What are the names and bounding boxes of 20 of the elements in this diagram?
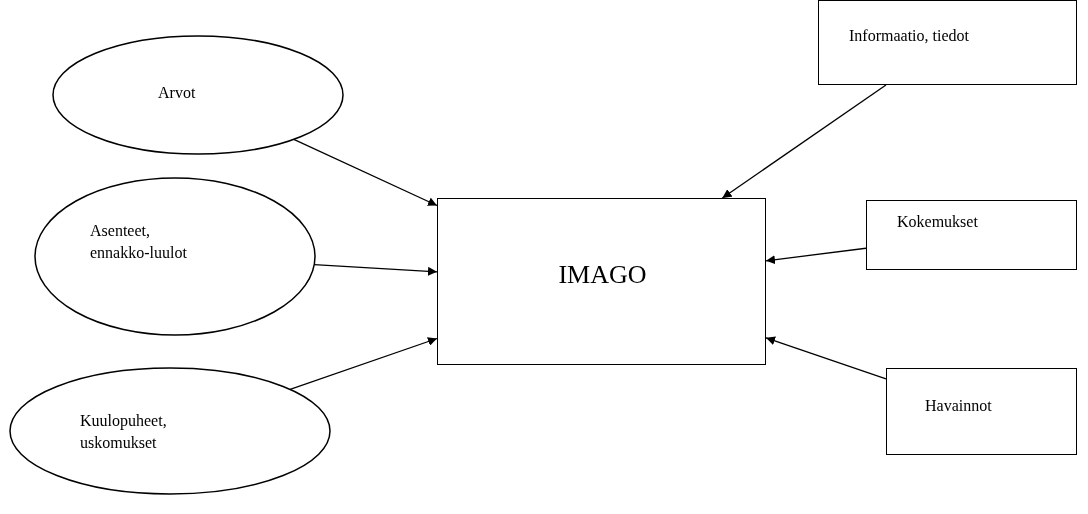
ellipse-node bbox=[53, 36, 343, 154]
node-label: Informaatio, tiedot bbox=[849, 26, 970, 46]
node-label: Arvot bbox=[158, 83, 197, 103]
arrow bbox=[313, 264, 438, 276]
node-label: Havainnot bbox=[925, 396, 993, 416]
arrow bbox=[765, 247, 867, 265]
node-label: IMAGO bbox=[557, 259, 648, 291]
node-label: Kuulopuheet, uskomukset bbox=[80, 411, 168, 454]
arrow bbox=[765, 336, 887, 380]
arrow bbox=[289, 337, 438, 391]
ellipse-node bbox=[35, 178, 315, 335]
arrow bbox=[721, 84, 887, 199]
ellipse-node bbox=[10, 368, 330, 494]
process-box bbox=[818, 0, 1077, 85]
process-box bbox=[886, 368, 1077, 455]
node-label: Asenteet, ennakko-luulot bbox=[90, 221, 188, 264]
arrow bbox=[293, 138, 438, 207]
process-box bbox=[437, 198, 766, 365]
node-label: Kokemukset bbox=[897, 212, 979, 232]
process-box bbox=[866, 200, 1077, 270]
